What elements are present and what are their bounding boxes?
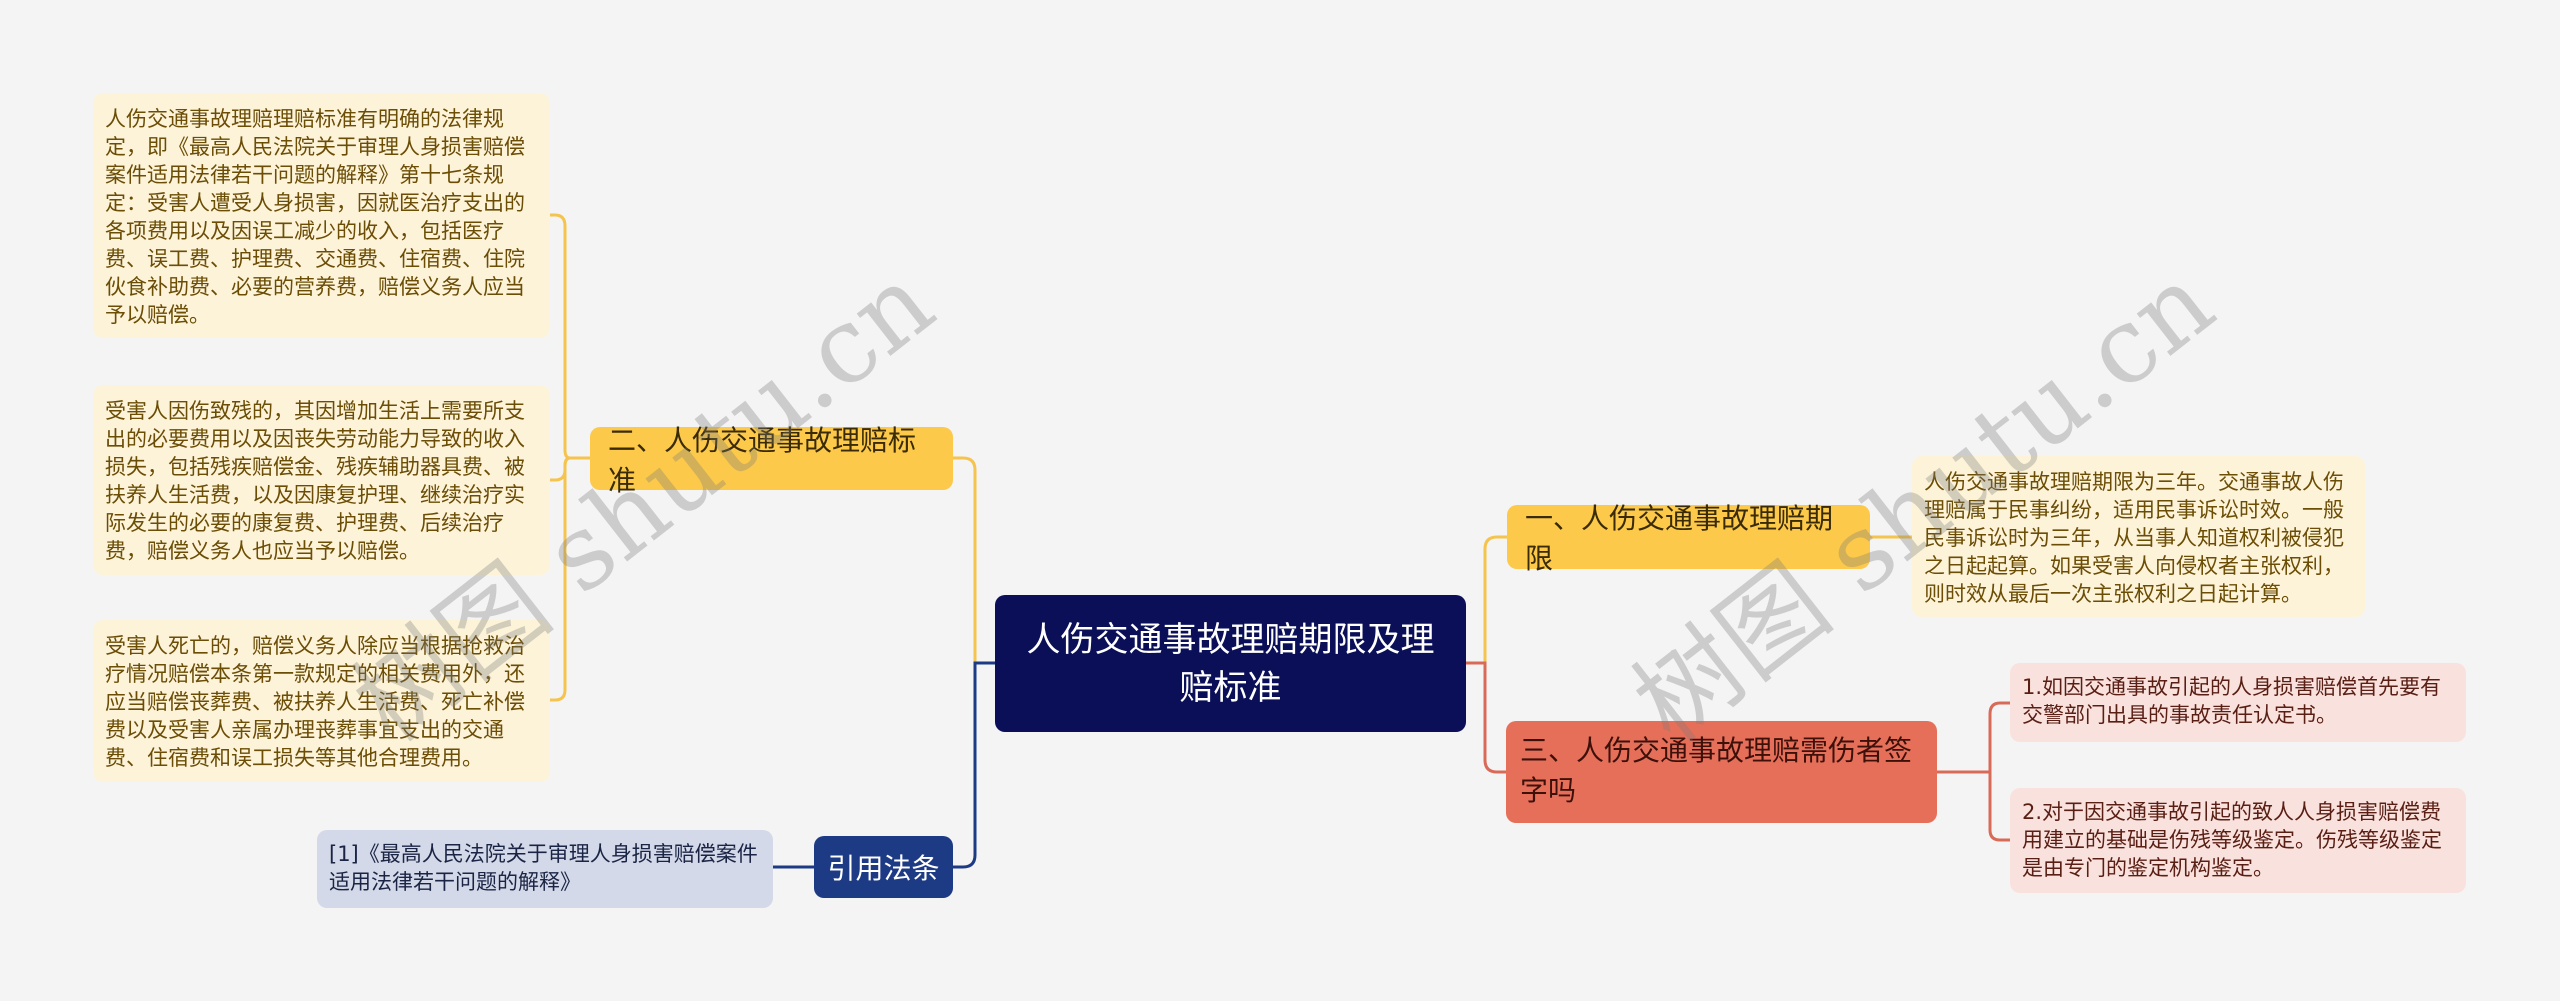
leaf-citation-1[interactable]: [1]《最高人民法院关于审理人身损害赔偿案件适用法律若干问题的解释》	[317, 830, 773, 908]
branch-claim-period-label: 一、人伤交通事故理赔期限	[1525, 502, 1834, 575]
leaf-standard-death-costs[interactable]: 受害人死亡的，赔偿义务人除应当根据抢救治疗情况赔偿本条第一款规定的相关费用外，还…	[93, 620, 550, 782]
leaf-standard-medical-costs[interactable]: 人伤交通事故理赔理赔标准有明确的法律规定，即《最高人民法院关于审理人身损害赔偿案…	[93, 93, 550, 338]
central-topic-title: 人伤交通事故理赔期限及理赔标准	[1026, 619, 1435, 708]
branch-claim-standard-label: 二、人伤交通事故理赔标准	[608, 423, 917, 497]
branch-signature-required-label: 三、人伤交通事故理赔需伤者签字吗	[1520, 734, 1913, 807]
leaf-signature-point-2[interactable]: 2.对于因交通事故引起的致人人身损害赔偿费用建立的基础是伤残等级鉴定。伤残等级鉴…	[2010, 788, 2466, 893]
leaf-period-three-years[interactable]: 人伤交通事故理赔期限为三年。交通事故人伤理赔属于民事纠纷，适用民事诉讼时效。一般…	[1912, 456, 2365, 617]
central-topic[interactable]: 人伤交通事故理赔期限及理赔标准	[995, 595, 1466, 732]
branch-cited-laws-label: 引用法条	[827, 852, 940, 885]
branch-claim-standard[interactable]: 二、人伤交通事故理赔标准	[590, 424, 953, 497]
branch-cited-laws[interactable]: 引用法条	[814, 836, 953, 898]
leaf-standard-disability-costs[interactable]: 受害人因伤致残的，其因增加生活上需要所支出的必要费用以及因丧失劳动能力导致的收入…	[93, 385, 550, 575]
branch-signature-required[interactable]: 三、人伤交通事故理赔需伤者签字吗	[1506, 721, 1937, 823]
branch-claim-period[interactable]: 一、人伤交通事故理赔期限	[1507, 502, 1870, 575]
leaf-signature-point-1[interactable]: 1.如因交通事故引起的人身损害赔偿首先要有交警部门出具的事故责任认定书。	[2010, 663, 2466, 742]
